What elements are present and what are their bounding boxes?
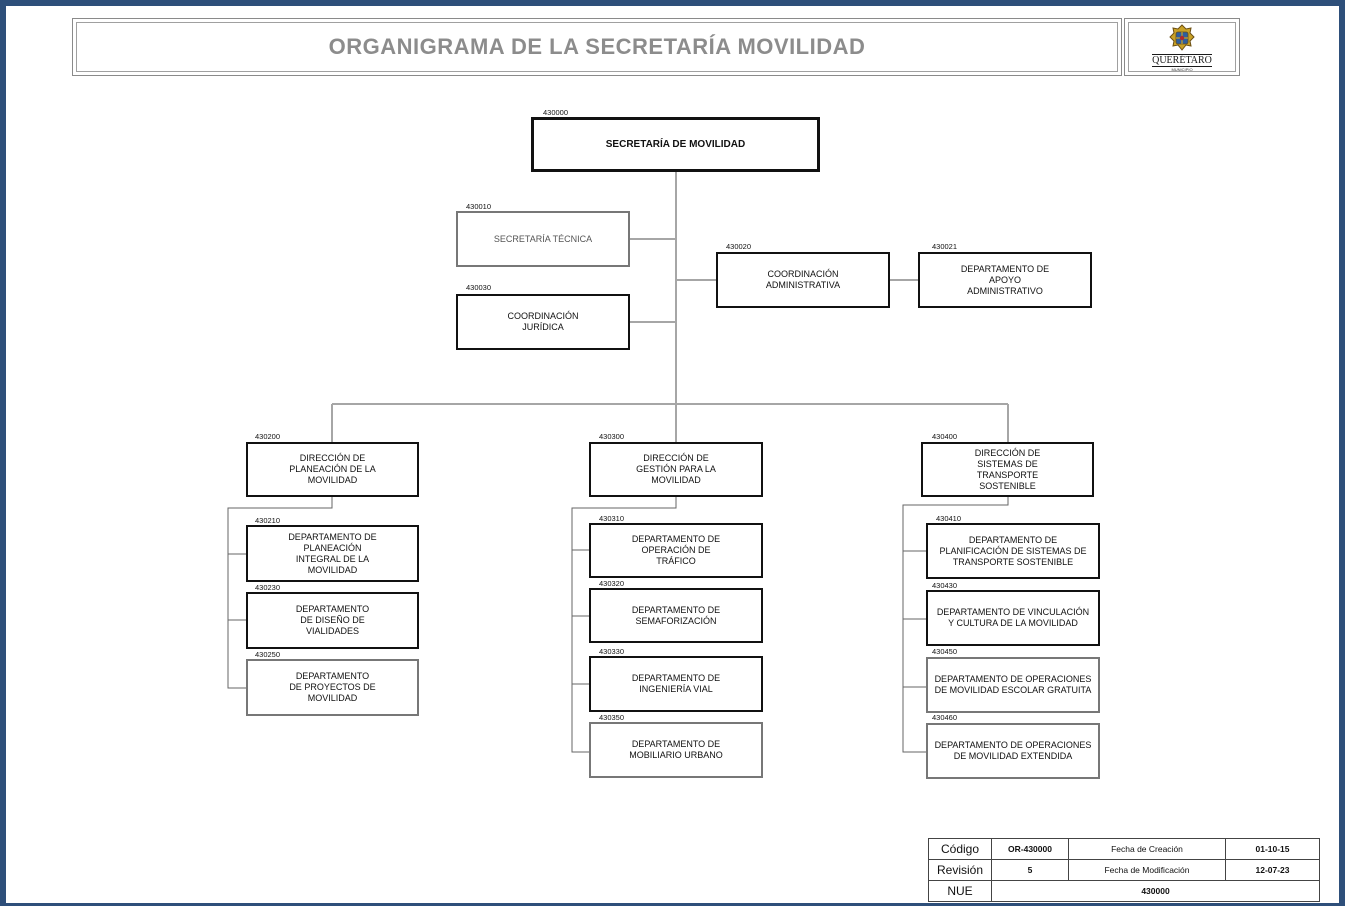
logo-subtext: MUNICIPIO bbox=[1171, 66, 1193, 72]
revision-label: Revisión bbox=[928, 859, 992, 881]
nue-label: NUE bbox=[928, 880, 992, 902]
node-direccion-gestion: DIRECCIÓN DE GESTIÓN PARA LA MOVILIDAD bbox=[589, 442, 763, 497]
document-info-table: Código OR-430000 Fecha de Creación 01-10… bbox=[928, 838, 1320, 902]
node-direccion-sistemas: DIRECCIÓN DE SISTEMAS DE TRANSPORTE SOST… bbox=[921, 442, 1094, 497]
codigo-label: Código bbox=[928, 838, 992, 860]
coat-of-arms-icon bbox=[1169, 23, 1195, 51]
node-code: 430030 bbox=[466, 283, 492, 292]
node-code: 430010 bbox=[466, 202, 492, 211]
node-code: 430320 bbox=[599, 579, 625, 588]
node-secretaria-tecnica: SECRETARÍA TÉCNICA bbox=[456, 211, 630, 267]
node-coordinacion-juridica: COORDINACIÓN JURÍDICA bbox=[456, 294, 630, 350]
node-departamento-430330: DEPARTAMENTO DE INGENIERÍA VIAL bbox=[589, 656, 763, 712]
node-code: 430350 bbox=[599, 713, 625, 722]
node-code: 430210 bbox=[255, 516, 281, 525]
revision-value: 5 bbox=[991, 859, 1069, 881]
logo-text: QUERÉTARO bbox=[1152, 53, 1212, 67]
node-departamento-apoyo-administrativo: DEPARTAMENTO DE APOYO ADMINISTRATIVO bbox=[918, 252, 1092, 308]
node-departamento-430320: DEPARTAMENTO DE SEMAFORIZACIÓN bbox=[589, 588, 763, 643]
codigo-value: OR-430000 bbox=[991, 838, 1069, 860]
node-departamento-430230: DEPARTAMENTO DE DISEÑO DE VIALIDADES bbox=[246, 592, 419, 649]
node-code: 430230 bbox=[255, 583, 281, 592]
node-code: 430300 bbox=[599, 432, 625, 441]
node-code: 430460 bbox=[932, 713, 958, 722]
bracket-sistemas bbox=[902, 496, 1009, 753]
bracket-planeacion bbox=[227, 496, 333, 689]
title-banner: ORGANIGRAMA DE LA SECRETARÍA MOVILIDAD bbox=[72, 18, 1122, 76]
node-departamento-430250: DEPARTAMENTO DE PROYECTOS DE MOVILIDAD bbox=[246, 659, 419, 716]
fecha-creacion-label: Fecha de Creación bbox=[1068, 838, 1226, 860]
node-code: 430330 bbox=[599, 647, 625, 656]
node-code: 430000 bbox=[543, 108, 569, 117]
node-departamento-430430: DEPARTAMENTO DE VINCULACIÓN Y CULTURA DE… bbox=[926, 590, 1100, 646]
node-code: 430310 bbox=[599, 514, 625, 523]
node-departamento-430210: DEPARTAMENTO DE PLANEACIÓN INTEGRAL DE L… bbox=[246, 525, 419, 582]
node-departamento-430350: DEPARTAMENTO DE MOBILIARIO URBANO bbox=[589, 722, 763, 778]
node-code: 430020 bbox=[726, 242, 752, 251]
node-code: 430400 bbox=[932, 432, 958, 441]
queretaro-logo: QUERÉTARO MUNICIPIO bbox=[1124, 18, 1240, 76]
node-departamento-430310: DEPARTAMENTO DE OPERACIÓN DE TRÁFICO bbox=[589, 523, 763, 578]
node-code: 430250 bbox=[255, 650, 281, 659]
node-departamento-430410: DEPARTAMENTO DE PLANIFICACIÓN DE SISTEMA… bbox=[926, 523, 1100, 579]
node-code: 430410 bbox=[936, 514, 962, 523]
node-coordinacion-administrativa: COORDINACIÓN ADMINISTRATIVA bbox=[716, 252, 890, 308]
fecha-modificacion-value: 12-07-23 bbox=[1225, 859, 1320, 881]
node-departamento-430450: DEPARTAMENTO DE OPERACIONES DE MOVILIDAD… bbox=[926, 657, 1100, 713]
node-secretaria-de-movilidad: SECRETARÍA DE MOVILIDAD bbox=[531, 117, 820, 172]
node-code: 430200 bbox=[255, 432, 281, 441]
node-code: 430430 bbox=[932, 581, 958, 590]
node-departamento-430460: DEPARTAMENTO DE OPERACIONES DE MOVILIDAD… bbox=[926, 723, 1100, 779]
node-code: 430021 bbox=[932, 242, 958, 251]
fecha-creacion-value: 01-10-15 bbox=[1225, 838, 1320, 860]
node-code: 430450 bbox=[932, 647, 958, 656]
node-direccion-planeacion: DIRECCIÓN DE PLANEACIÓN DE LA MOVILIDAD bbox=[246, 442, 419, 497]
bracket-gestion bbox=[571, 496, 677, 753]
page-title: ORGANIGRAMA DE LA SECRETARÍA MOVILIDAD bbox=[328, 34, 866, 59]
nue-value: 430000 bbox=[991, 880, 1320, 902]
fecha-modificacion-label: Fecha de Modificación bbox=[1068, 859, 1226, 881]
